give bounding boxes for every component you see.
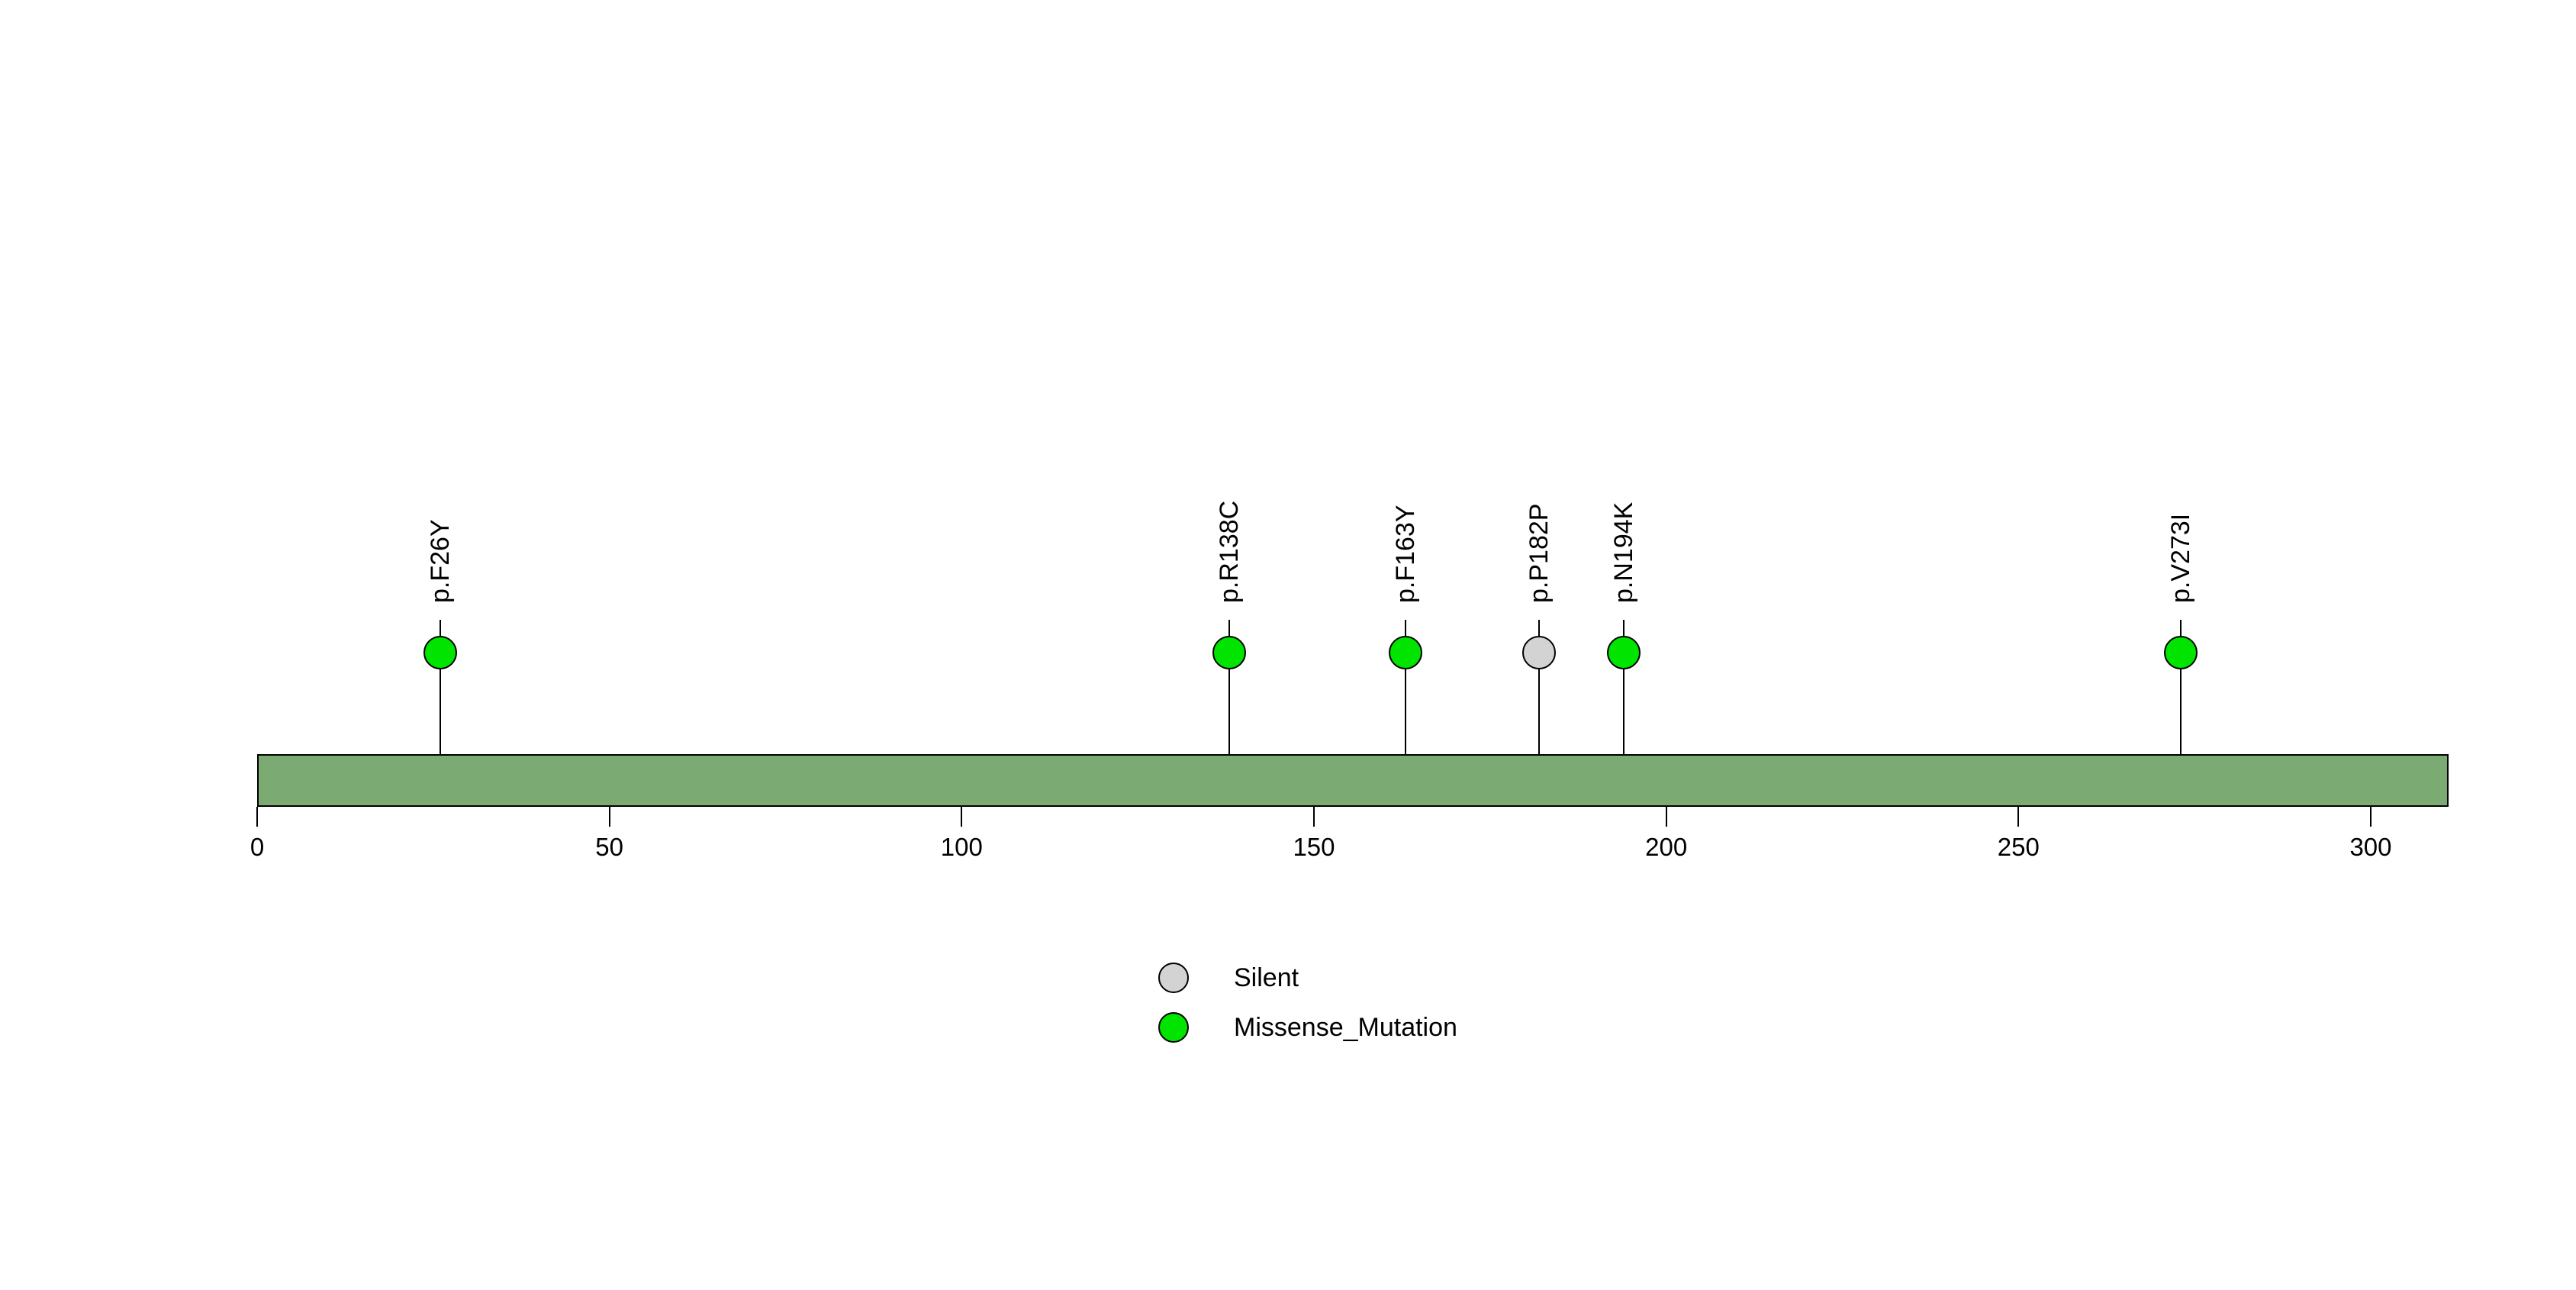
mutation-dot bbox=[1389, 636, 1423, 669]
axis-tick bbox=[608, 807, 610, 827]
legend-swatch bbox=[1158, 963, 1189, 993]
legend-label: Missense_Mutation bbox=[1234, 1013, 1457, 1042]
mutation-dot bbox=[1607, 636, 1641, 669]
axis-tick bbox=[256, 807, 258, 827]
axis-tick bbox=[2017, 807, 2020, 827]
mutation-stem bbox=[2179, 620, 2182, 807]
mutation-stem bbox=[440, 620, 442, 807]
protein-bar bbox=[257, 754, 2449, 807]
axis-tick bbox=[1665, 807, 1667, 827]
legend-swatch bbox=[1158, 1012, 1189, 1043]
mutation-dot bbox=[2163, 636, 2198, 669]
mutation-stem bbox=[1623, 620, 1625, 807]
axis-tick-label: 0 bbox=[250, 833, 265, 861]
axis-tick bbox=[1312, 807, 1315, 827]
mutation-dot bbox=[1522, 636, 1557, 669]
axis-tick-label: 100 bbox=[940, 833, 983, 861]
mutation-stem bbox=[1538, 620, 1541, 807]
axis-tick-label: 250 bbox=[1997, 833, 2040, 861]
axis-tick-label: 150 bbox=[1293, 833, 1335, 861]
mutation-dot bbox=[1212, 636, 1247, 669]
mutation-dot bbox=[423, 636, 458, 669]
legend-label: Silent bbox=[1234, 963, 1299, 992]
axis-tick bbox=[2369, 807, 2372, 827]
axis-tick bbox=[961, 807, 963, 827]
axis-tick-label: 300 bbox=[2349, 833, 2392, 861]
axis-tick-label: 50 bbox=[595, 833, 624, 861]
mutation-stem bbox=[1228, 620, 1231, 807]
mutation-stem bbox=[1405, 620, 1407, 807]
axis-tick-label: 200 bbox=[1645, 833, 1688, 861]
